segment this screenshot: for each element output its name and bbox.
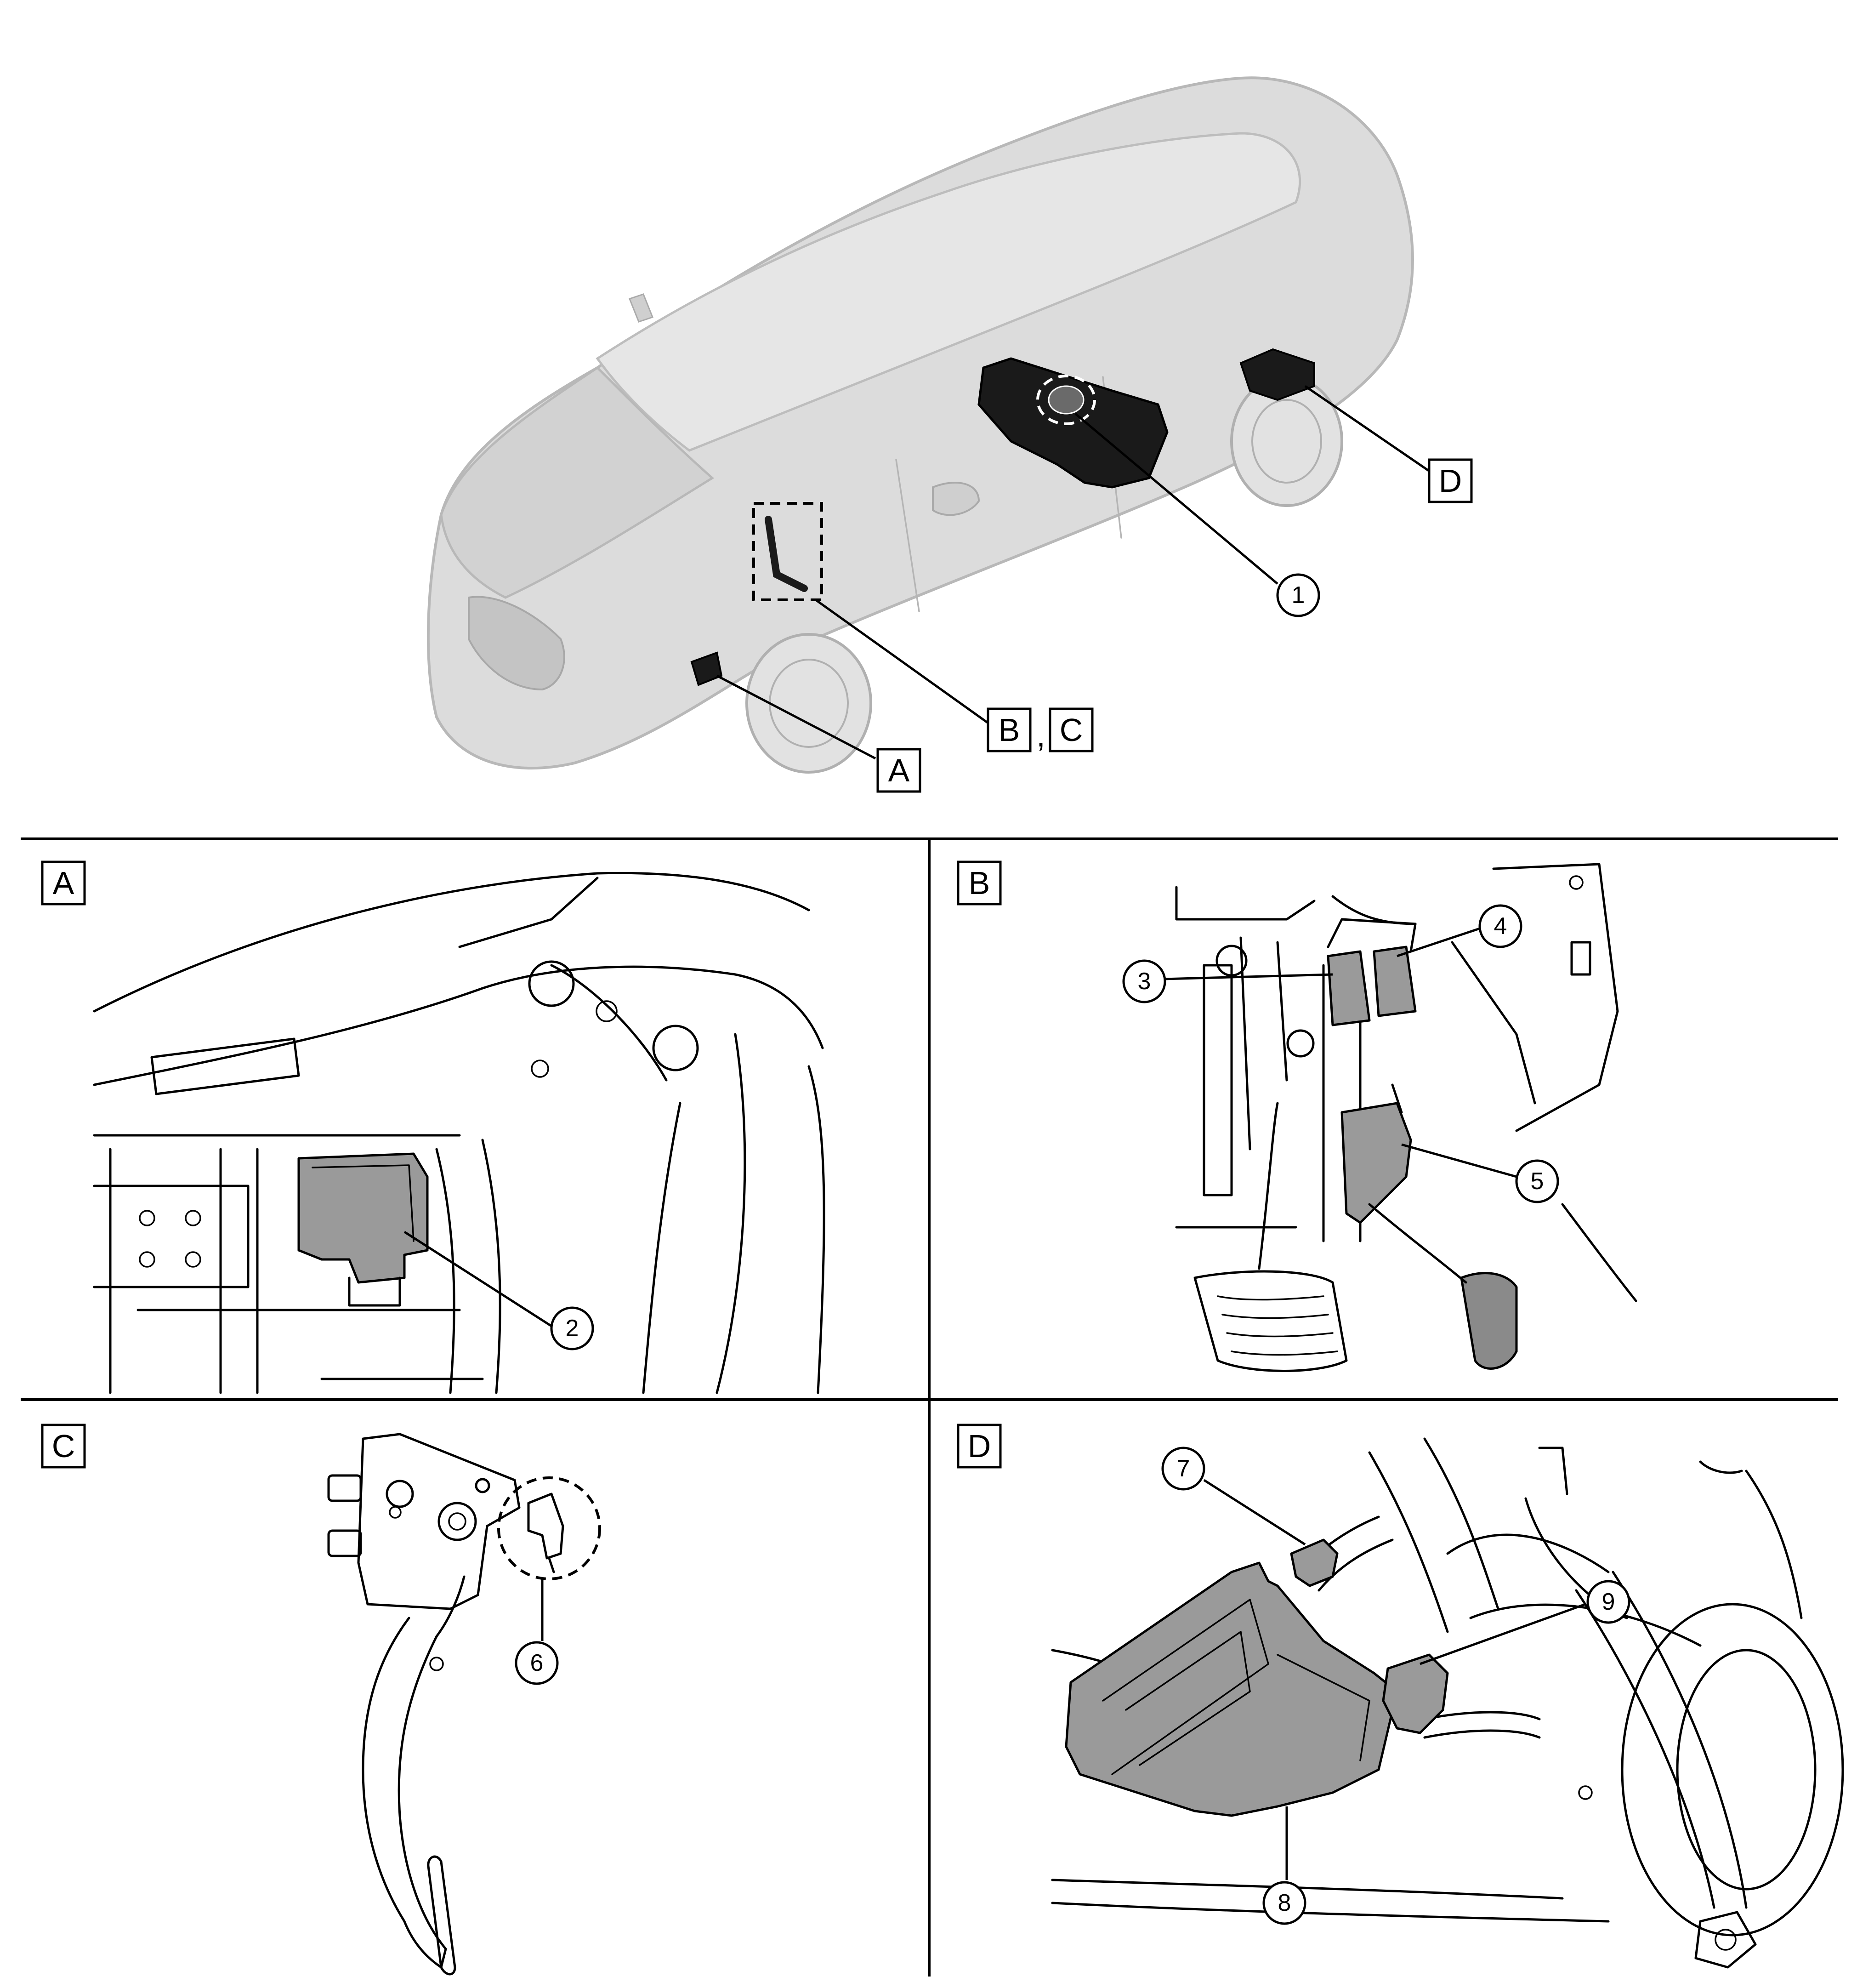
- panel-grid: [21, 837, 1838, 1977]
- panel-D: D: [957, 1424, 1844, 1969]
- car-grille: [468, 596, 565, 691]
- svg-text:8: 8: [1278, 1890, 1291, 1916]
- front-wheel: [745, 633, 872, 774]
- antenna: [629, 293, 653, 323]
- svg-text:C: C: [1060, 712, 1083, 748]
- callout-number-9: 9: [1586, 1580, 1630, 1624]
- evap-canister-vent-valve: [1290, 1538, 1339, 1587]
- stop-lamp-switch: [1327, 950, 1371, 1026]
- accelerator-pedal-position-sensor: [1340, 1102, 1412, 1224]
- svg-text:A: A: [888, 752, 910, 788]
- callout-label-C: C: [1049, 707, 1094, 752]
- panel-label-D: [957, 1424, 1002, 1469]
- brake-pedal-position-switch: [1373, 946, 1417, 1017]
- callout-label-A: A: [876, 748, 921, 793]
- pedal-area-dashed-box: [752, 502, 823, 601]
- callout-comma: ,: [1036, 718, 1045, 753]
- callout-number-5: 5: [1515, 1159, 1559, 1203]
- svg-text:9: 9: [1602, 1589, 1615, 1615]
- callout-label-D: D: [1428, 458, 1473, 503]
- svg-text:1: 1: [1292, 582, 1305, 609]
- callout-number-2: 2: [550, 1306, 594, 1350]
- svg-text:D: D: [1439, 463, 1462, 499]
- evap-canister-small: [1239, 348, 1315, 401]
- svg-text:4: 4: [1494, 913, 1507, 940]
- accelerator-pedal: [1460, 1272, 1518, 1370]
- svg-text:A: A: [53, 865, 74, 901]
- ecm-unit: [297, 1152, 429, 1284]
- clutch-pedal: [362, 1575, 466, 1969]
- car-hood: [440, 366, 715, 599]
- side-mirror: [932, 482, 980, 516]
- callout-number-7: 7: [1161, 1447, 1205, 1491]
- clutch-switch-dashed-circle: [497, 1476, 601, 1580]
- panel-A: A 2: [41, 860, 825, 1394]
- panel-label-A: [41, 860, 86, 906]
- svg-text:7: 7: [1177, 1455, 1190, 1482]
- evap-control-system-pressure-sensor: [1382, 1653, 1449, 1734]
- ecm-small: [690, 651, 723, 686]
- svg-text:B: B: [999, 712, 1020, 748]
- svg-text:6: 6: [530, 1650, 544, 1676]
- callout-number-1: 1: [1276, 573, 1320, 617]
- panel-label-B: [957, 860, 1002, 906]
- car-roof: [596, 132, 1301, 452]
- callout-number-6: 6: [515, 1641, 559, 1685]
- svg-text:B: B: [969, 865, 990, 901]
- callout-number-3: 3: [1122, 959, 1166, 1003]
- clutch-interlock-switch: [527, 1492, 564, 1560]
- panel-label-C: [41, 1424, 86, 1469]
- svg-text:C: C: [52, 1428, 75, 1464]
- svg-text:5: 5: [1531, 1168, 1544, 1195]
- callout-number-4: 4: [1478, 904, 1522, 948]
- panel-C: C 6: [41, 1424, 601, 1976]
- svg-text:2: 2: [566, 1315, 579, 1342]
- svg-text:D: D: [968, 1428, 991, 1464]
- callout-number-8: 8: [1262, 1881, 1306, 1925]
- car-overview: [426, 76, 1414, 774]
- callout-label-B: B: [987, 707, 1032, 752]
- fuel-tank: [977, 357, 1169, 489]
- svg-text:3: 3: [1138, 968, 1151, 995]
- panel-B: B: [957, 860, 1637, 1372]
- fuel-pump-dashed-circle: [1036, 375, 1096, 425]
- brake-pedal: [1193, 1270, 1348, 1372]
